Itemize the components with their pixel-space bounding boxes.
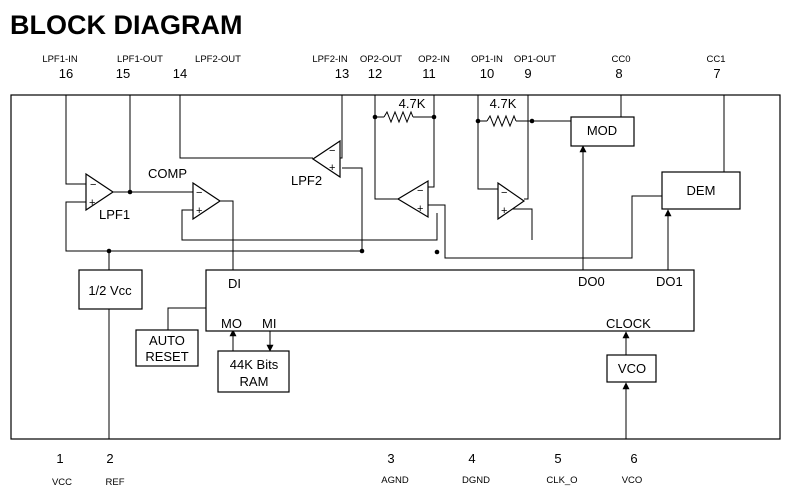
pin-num-9: 9	[524, 66, 531, 81]
resistor-r2-value: 4.7K	[490, 96, 517, 111]
pin-name-op1-in: OP1-IN	[471, 54, 503, 65]
op2-amp: − +	[396, 179, 429, 219]
pin-name-lpf1-in: LPF1-IN	[42, 54, 78, 65]
vco-block: VCO	[606, 354, 657, 383]
ram-line2: RAM	[240, 374, 269, 389]
ram-line1: 44K Bits	[230, 357, 279, 372]
pin-num-16: 16	[59, 66, 73, 81]
main-logic-block: DI MO MI DO0 DO1 CLOCK	[205, 269, 695, 332]
diagram-title: BLOCK DIAGRAM	[10, 10, 242, 40]
minus-sign: −	[329, 145, 335, 157]
clock-label: CLOCK	[606, 316, 651, 331]
junction-dot	[106, 248, 112, 254]
pin-num-8: 8	[615, 66, 622, 81]
mo-label: MO	[221, 316, 242, 331]
pin-name-ref: REF	[106, 477, 125, 488]
di-label: DI	[228, 276, 241, 291]
auto-reset-line1: AUTO	[149, 333, 185, 348]
do0-label: DO0	[578, 274, 605, 289]
vco-label: VCO	[618, 361, 646, 376]
junction-dots	[106, 114, 535, 255]
pin-num-4: 4	[468, 451, 475, 466]
plus-sign: +	[501, 205, 507, 217]
junction-dot	[372, 114, 378, 120]
lpf1-label: LPF1	[99, 207, 130, 222]
pin-num-1: 1	[56, 451, 63, 466]
pin-num-13: 13	[335, 66, 349, 81]
pin-name-lpf1-out: LPF1-OUT	[117, 54, 163, 65]
pin-name-agnd: AGND	[381, 475, 409, 486]
junction-dot	[127, 189, 133, 195]
pin-num-7: 7	[713, 66, 720, 81]
pin-num-5: 5	[554, 451, 561, 466]
junction-dot	[475, 118, 481, 124]
lpf2-label: LPF2	[291, 173, 322, 188]
minus-sign: −	[90, 179, 96, 191]
pin-name-lpf2-out: LPF2-OUT	[195, 54, 241, 65]
minus-sign: −	[196, 187, 202, 199]
chip-outline	[10, 94, 781, 440]
ram-block: 44K Bits RAM	[217, 350, 290, 393]
pin-num-12: 12	[368, 66, 382, 81]
comp-label: COMP	[148, 166, 187, 181]
auto-reset-line2: RESET	[145, 349, 188, 364]
pin-num-2: 2	[106, 451, 113, 466]
plus-sign: +	[329, 162, 335, 174]
mi-label: MI	[262, 316, 276, 331]
pin-num-6: 6	[630, 451, 637, 466]
junction-dot	[529, 118, 535, 124]
pin-name-vco: VCO	[622, 475, 643, 486]
resistor-r1: 4.7K	[383, 96, 426, 124]
plus-sign: +	[89, 197, 95, 209]
junction-dot	[434, 249, 440, 255]
plus-sign: +	[417, 203, 423, 215]
half-vcc-block: 1/2 Vcc	[78, 269, 143, 310]
lpf2-amp: − + LPF2	[291, 139, 341, 188]
pin-name-dgnd: DGND	[462, 475, 490, 486]
pin-name-op1-out: OP1-OUT	[514, 54, 556, 65]
auto-reset-block: AUTO RESET	[135, 329, 199, 367]
pin-name-cc1: CC1	[706, 54, 725, 65]
pin-num-3: 3	[387, 451, 394, 466]
minus-sign: −	[417, 185, 423, 197]
comp-amp: − + COMP	[148, 166, 222, 221]
pin-name-clk-o: CLK_O	[546, 475, 577, 486]
dem-block: DEM	[661, 171, 741, 210]
resistor-r2: 4.7K	[486, 96, 517, 128]
pin-name-lpf2-in: LPF2-IN	[312, 54, 348, 65]
junction-dot	[359, 248, 365, 254]
pin-num-11: 11	[422, 66, 436, 81]
dem-label: DEM	[687, 183, 716, 198]
top-pins: LPF1-IN 16 LPF1-OUT 15 LPF2-OUT 14 LPF2-…	[42, 54, 725, 81]
do1-label: DO1	[656, 274, 683, 289]
resistor-r1-value: 4.7K	[399, 96, 426, 111]
pin-num-10: 10	[480, 66, 494, 81]
bottom-pins: 1 VCC 2 REF 3 AGND 4 DGND 5 CLK_O 6 VCO	[52, 451, 642, 488]
minus-sign: −	[501, 187, 507, 199]
lpf1-amp: − + LPF1	[85, 172, 130, 222]
pin-name-op2-in: OP2-IN	[418, 54, 450, 65]
pin-name-op2-out: OP2-OUT	[360, 54, 402, 65]
plus-sign: +	[196, 205, 202, 217]
pin-num-15: 15	[116, 66, 130, 81]
pin-name-cc0: CC0	[611, 54, 630, 65]
mod-label: MOD	[587, 123, 617, 138]
op1-amp: − +	[497, 181, 526, 221]
pin-name-vcc: VCC	[52, 477, 72, 488]
pin-num-14: 14	[173, 66, 187, 81]
junction-dot	[431, 114, 437, 120]
half-vcc-label: 1/2 Vcc	[88, 283, 132, 298]
mod-block: MOD	[570, 116, 635, 147]
